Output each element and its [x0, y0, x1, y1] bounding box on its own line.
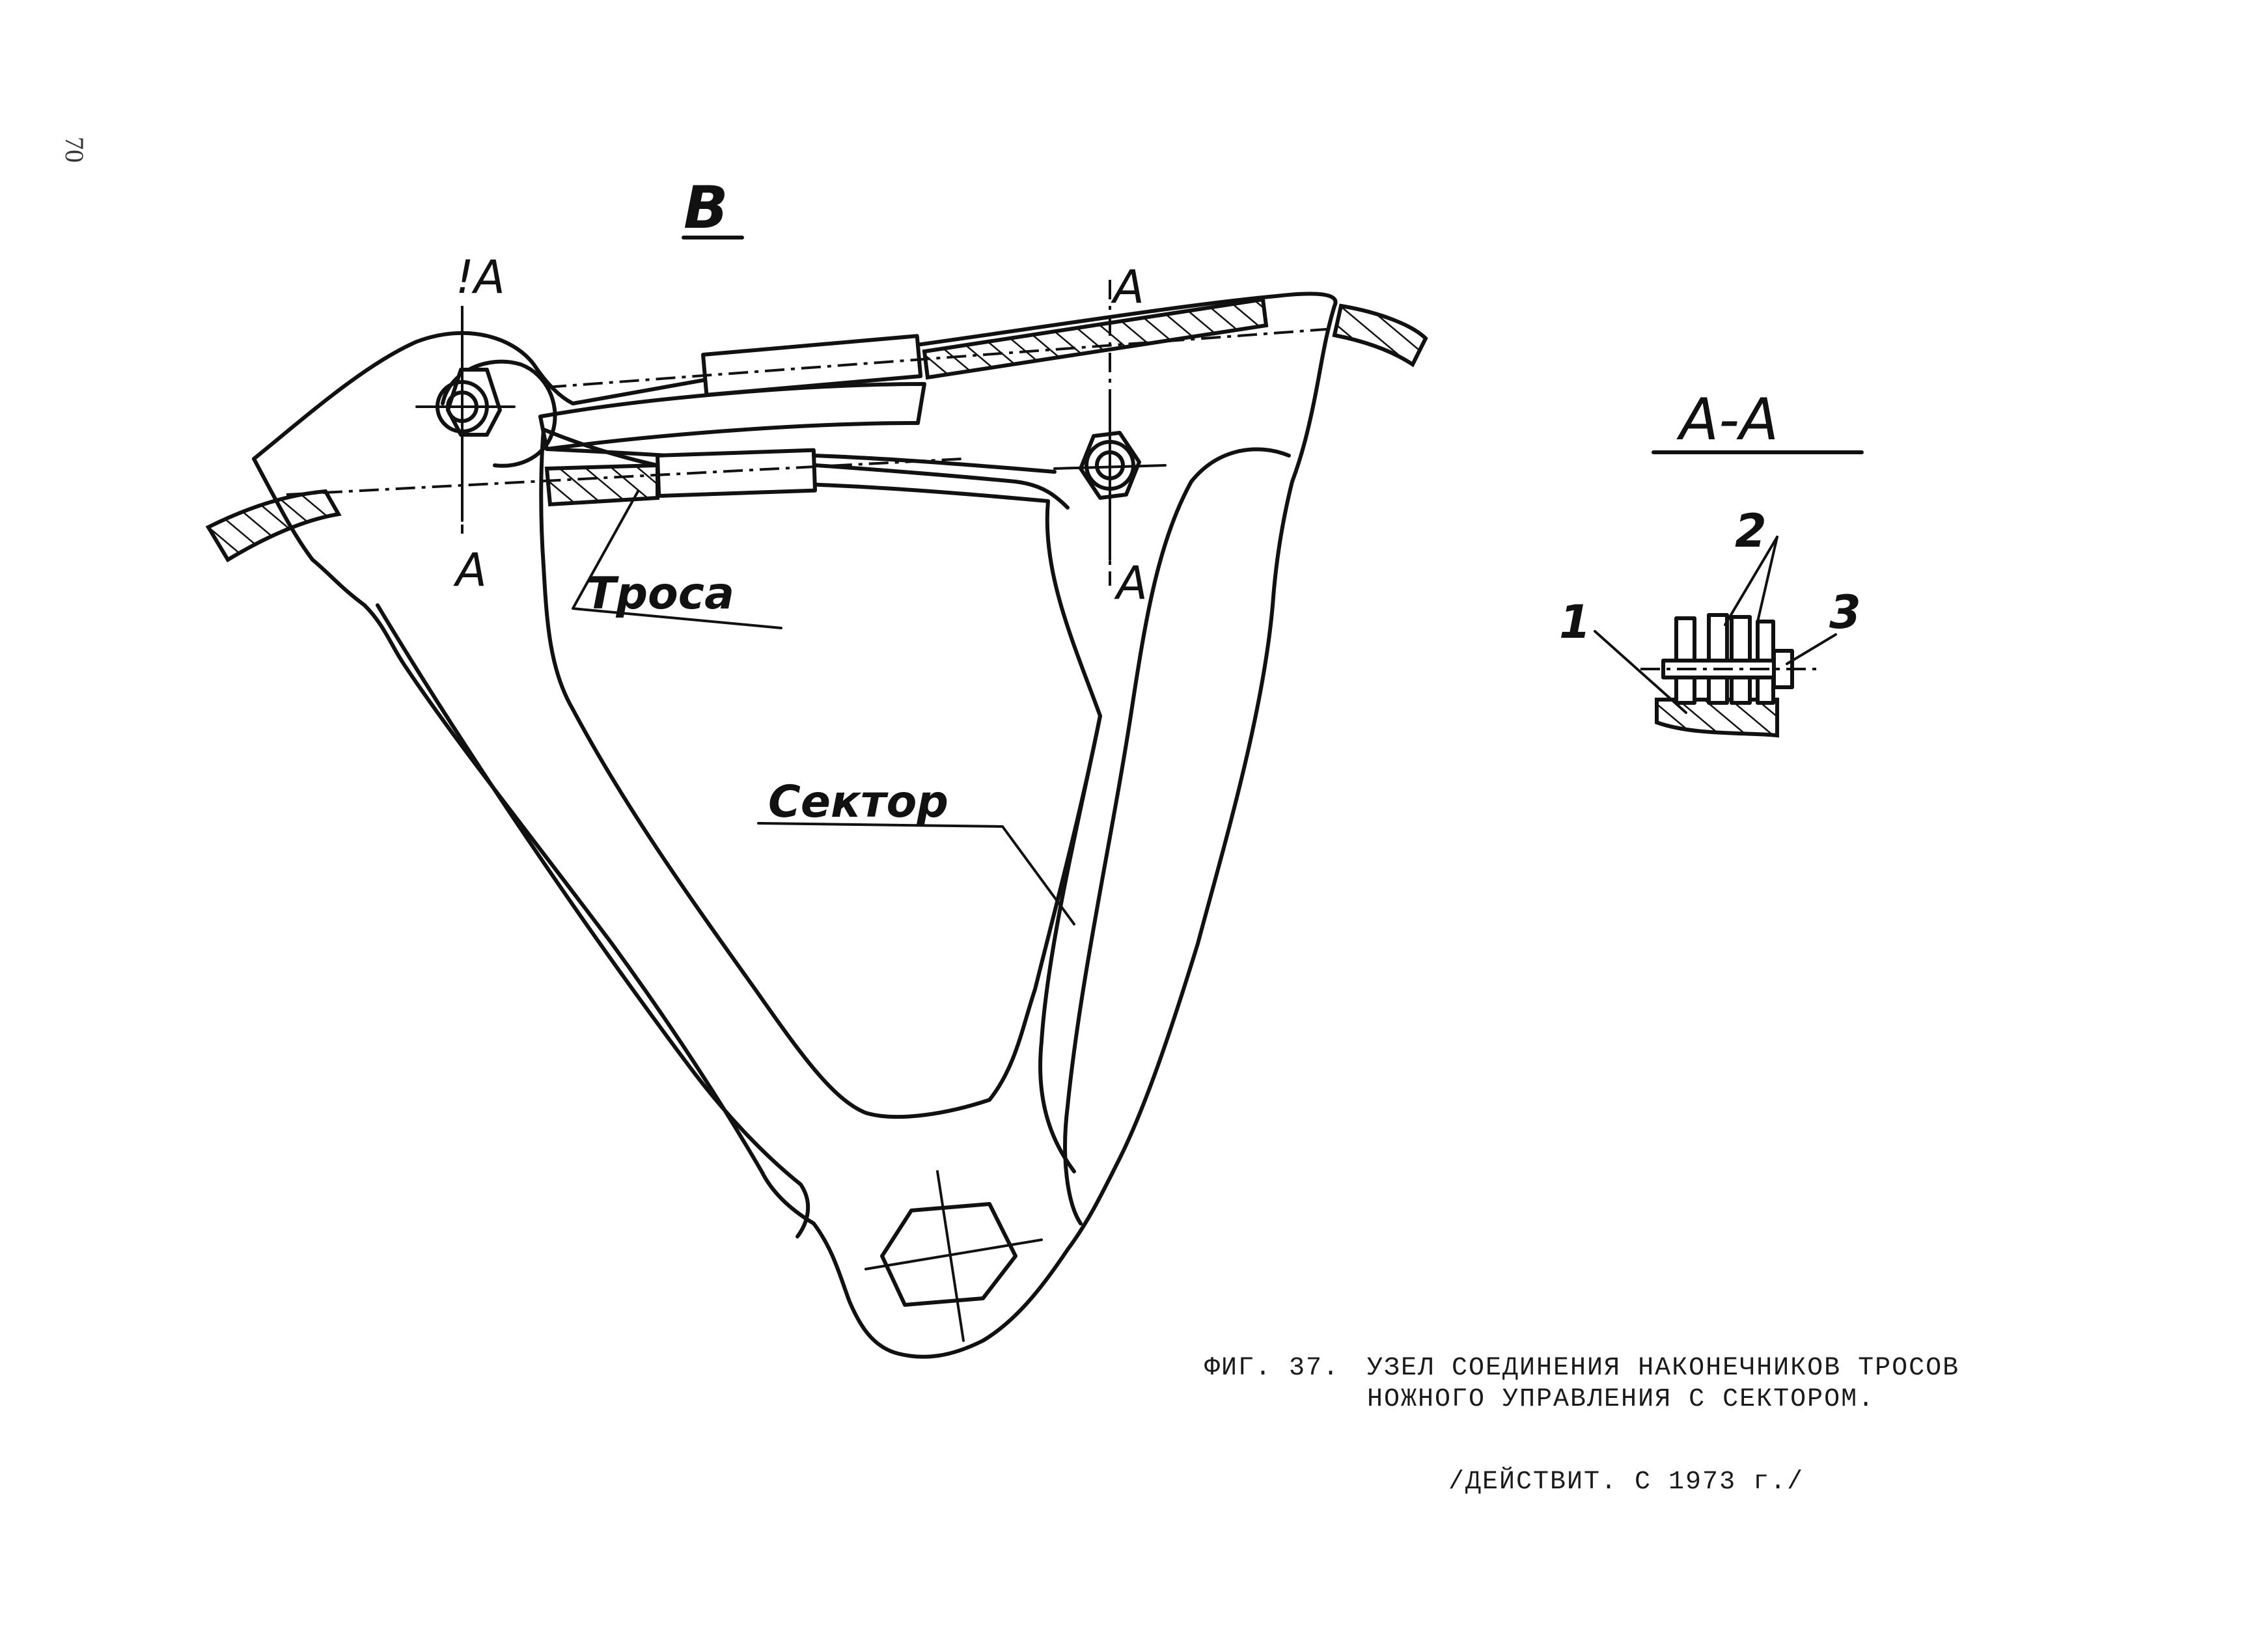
- section-mark-top-right: A: [1111, 260, 1144, 314]
- cable-left-hatched: [205, 489, 342, 563]
- turnbuckle-lower: [655, 448, 818, 498]
- caption-validity: /ДЕЙСТВИТ. С 1973 г./: [1448, 1468, 1805, 1497]
- section-view-title: А-А: [1676, 386, 1778, 453]
- section-view-aa: А-А 1 2 3: [1559, 386, 1864, 738]
- cable-upper-hatched: [922, 297, 1269, 380]
- section-leader-1: [1594, 630, 1687, 714]
- view-label: В: [684, 174, 728, 242]
- section-mark-top-left: !A: [456, 251, 505, 304]
- cable-centerline-upper: [546, 327, 1335, 389]
- cable-right-hatched: [1332, 303, 1428, 368]
- section-mark-bottom-right: A: [1114, 556, 1148, 610]
- left-bolt: [415, 324, 516, 522]
- sector-outline: [252, 292, 1338, 1359]
- caption-line-1: УЗЕЛ СОЕДИНЕНИЯ НАКОНЕЧНИКОВ ТРОСОВ: [1367, 1354, 1960, 1383]
- cable-lower-hatched: [544, 463, 659, 507]
- sector-left-arm-edge: [376, 603, 810, 1238]
- section-leader-2b: [1756, 536, 1778, 623]
- section-leader-2a: [1724, 536, 1778, 626]
- section-base: [1655, 698, 1779, 738]
- bottom-bolt: [864, 1170, 1043, 1342]
- caption-line-2: НОЖНОГО УПРАВЛЕНИЯ С СЕКТОРОМ.: [1367, 1385, 1875, 1414]
- section-item-3: 3: [1829, 586, 1861, 639]
- sector-inner-window: [539, 428, 1102, 1119]
- callout-sector-leader: [757, 822, 1075, 925]
- callout-cables-label: Троса: [586, 568, 734, 620]
- cable-centerline: [286, 458, 964, 496]
- section-mark-bottom-left: A: [453, 543, 487, 597]
- section-item-1: 1: [1559, 595, 1591, 649]
- lower-link: [545, 447, 1070, 510]
- section-leader-3: [1786, 633, 1837, 665]
- caption-figure-number: ФИГ. 37.: [1204, 1354, 1340, 1383]
- upper-link: [538, 382, 926, 451]
- cable-lower-to-bolt: [812, 454, 1057, 474]
- sector-right-arm-edge: [1038, 714, 1102, 1173]
- callout-sector-label: Сектор: [768, 776, 948, 828]
- section-item-2: 2: [1735, 504, 1767, 558]
- sector-right-arm-outer: [1063, 447, 1291, 1225]
- callout-cables-leader: [572, 490, 782, 629]
